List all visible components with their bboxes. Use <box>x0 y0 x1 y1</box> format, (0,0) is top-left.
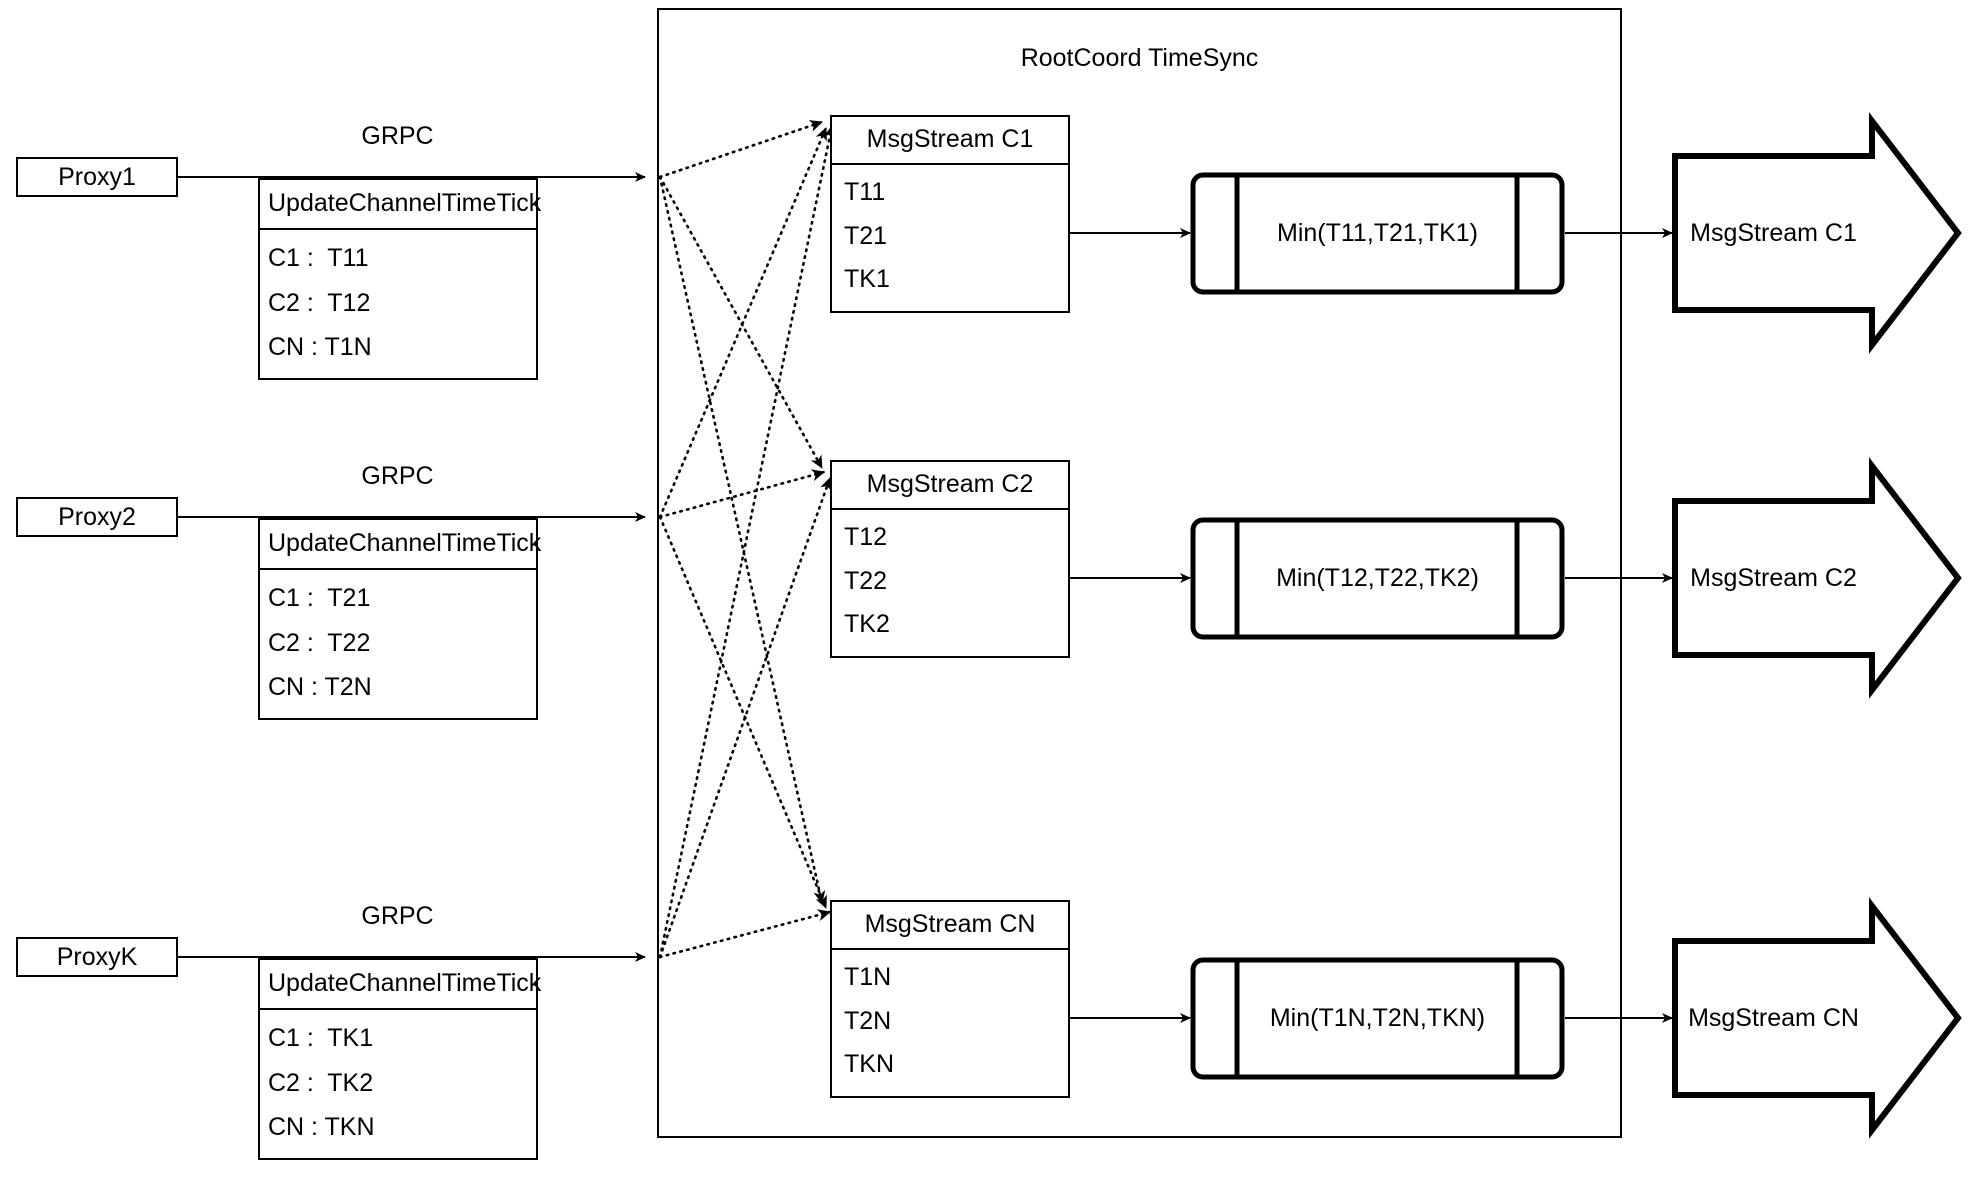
proxy-label: Proxy2 <box>58 502 136 531</box>
rootcoord-timesync-container <box>657 8 1622 1138</box>
update-channel-timetick-box-1: UpdateChannelTimeTick C1 : T11 C2 : T12 … <box>258 178 541 380</box>
msgstream-header: MsgStream C2 <box>832 462 1068 510</box>
uct-rows: C1 : T11 C2 : T12 CN : T1N <box>260 230 536 378</box>
min-box-c1: Min(T11,T21,TK1) <box>1190 172 1565 295</box>
uct-header: UpdateChannelTimeTick <box>260 180 541 230</box>
proxy-box-3[interactable]: ProxyK <box>16 937 178 977</box>
update-channel-timetick-box-2: UpdateChannelTimeTick C1 : T21 C2 : T22 … <box>258 518 541 720</box>
block-arrow-shape <box>1672 457 1962 699</box>
proxy-box-2[interactable]: Proxy2 <box>16 497 178 537</box>
msgstream-row: T21 <box>844 221 888 250</box>
grpc-label-2: GRPC <box>361 462 434 490</box>
min-box-cn: Min(T1N,T2N,TKN) <box>1190 957 1565 1080</box>
msgstream-table-cn: MsgStream CN T1N T2N TKN <box>830 900 1070 1098</box>
uct-rows: C1 : T21 C2 : T22 CN : T2N <box>260 570 536 718</box>
uct-rows: C1 : TK1 C2 : TK2 CN : TKN <box>260 1010 536 1158</box>
msgstream-row: TK1 <box>844 264 890 293</box>
uct-row: C2 : T12 <box>268 288 371 317</box>
proxy-label: ProxyK <box>56 942 138 971</box>
uct-row: C1 : TK1 <box>268 1023 374 1052</box>
uct-row: CN : T2N <box>268 673 372 702</box>
min-shape <box>1190 517 1565 640</box>
msgstream-table-c1: MsgStream C1 T11 T21 TK1 <box>830 115 1070 313</box>
min-shape <box>1190 172 1565 295</box>
uct-row: C1 : T11 <box>268 243 369 272</box>
msgstream-row: T1N <box>844 963 892 992</box>
uct-header: UpdateChannelTimeTick <box>260 960 541 1010</box>
min-box-c2: Min(T12,T22,TK2) <box>1190 517 1565 640</box>
msgstream-rows: T12 T22 TK2 <box>832 510 1068 656</box>
block-arrow-shape <box>1672 112 1962 354</box>
msgstream-row: T2N <box>844 1006 892 1035</box>
output-arrow-c2: MsgStream C2 <box>1672 457 1962 699</box>
msgstream-row: TKN <box>844 1049 894 1078</box>
uct-row: CN : TKN <box>268 1113 375 1142</box>
output-arrow-c1: MsgStream C1 <box>1672 112 1962 354</box>
msgstream-row: T11 <box>844 178 886 207</box>
msgstream-row: TK2 <box>844 609 890 638</box>
update-channel-timetick-box-3: UpdateChannelTimeTick C1 : TK1 C2 : TK2 … <box>258 958 541 1160</box>
msgstream-header: MsgStream C1 <box>832 117 1068 165</box>
proxy-box-1[interactable]: Proxy1 <box>16 157 178 197</box>
uct-header: UpdateChannelTimeTick <box>260 520 541 570</box>
output-arrow-cn: MsgStream CN <box>1672 897 1962 1139</box>
uct-row: C1 : T21 <box>268 583 371 612</box>
grpc-label-1: GRPC <box>361 122 434 150</box>
proxy-label: Proxy1 <box>58 162 136 191</box>
msgstream-row: T12 <box>844 523 888 552</box>
grpc-label-3: GRPC <box>361 902 434 930</box>
uct-row: CN : T1N <box>268 333 372 362</box>
msgstream-header: MsgStream CN <box>832 902 1068 950</box>
msgstream-row: T22 <box>844 566 888 595</box>
msgstream-rows: T1N T2N TKN <box>832 950 1068 1096</box>
rootcoord-title: RootCoord TimeSync <box>1020 44 1259 72</box>
block-arrow-shape <box>1672 897 1962 1139</box>
msgstream-table-c2: MsgStream C2 T12 T22 TK2 <box>830 460 1070 658</box>
min-shape <box>1190 957 1565 1080</box>
uct-row: C2 : TK2 <box>268 1068 374 1097</box>
uct-row: C2 : T22 <box>268 628 371 657</box>
msgstream-rows: T11 T21 TK1 <box>832 165 1068 311</box>
